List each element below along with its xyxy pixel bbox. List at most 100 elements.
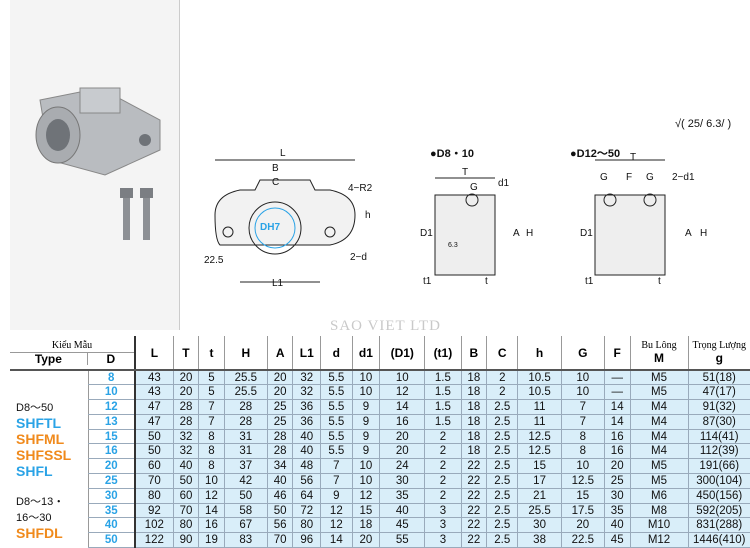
type-header: Type	[34, 352, 62, 366]
table-cell: 2	[424, 443, 462, 460]
table-cell: 72	[292, 503, 321, 519]
table-cell: 18	[460, 429, 487, 445]
table-cell: 300(104)	[687, 473, 750, 489]
table-cell: 48	[292, 458, 321, 475]
table-cell: 2	[424, 458, 462, 475]
table-cell: 3	[424, 517, 462, 534]
weight-sub: g	[715, 350, 723, 365]
table-cell: 8	[198, 458, 225, 475]
table-cell: 2.5	[486, 488, 518, 504]
section-title-d12-50: ●D12～50	[570, 148, 621, 160]
table-cell: 37	[223, 458, 268, 475]
table-cell: 12.5	[517, 429, 562, 445]
table-cell: 40	[292, 443, 321, 460]
table-cell: 46	[266, 488, 293, 504]
dim-label: 2−d	[350, 252, 367, 263]
dim-label: D1	[420, 228, 433, 239]
table-cell: 20	[379, 429, 425, 445]
table-cell: 21	[517, 488, 562, 504]
table-cell: M5	[629, 458, 688, 475]
table-cell: 60	[172, 488, 199, 504]
table-cell: 56	[292, 473, 321, 489]
table-cell: 7	[560, 399, 605, 415]
d-cell: 30	[87, 488, 135, 504]
table-cell: 20	[379, 443, 425, 460]
table-cell: 24	[379, 458, 425, 475]
type-name: SHFDL	[16, 525, 63, 541]
dim-label: F	[626, 172, 633, 183]
table-cell: 38	[517, 532, 562, 548]
table-cell: M12	[629, 532, 688, 548]
dim-label: DH7	[260, 222, 281, 233]
table-cell: 2	[486, 370, 518, 386]
table-cell: 450(156)	[687, 488, 750, 504]
table-cell: 92	[133, 503, 174, 519]
table-cell: 122	[133, 532, 174, 548]
table-cell: M6	[629, 488, 688, 504]
table-cell: 2	[424, 473, 462, 489]
table-cell: 10	[351, 370, 380, 386]
table-cell: 70	[133, 473, 174, 489]
table-cell: —	[603, 384, 630, 401]
table-cell: 2.5	[486, 458, 518, 475]
table-cell: 14	[603, 399, 630, 415]
dim-label: A	[685, 228, 692, 239]
table-cell: 15	[517, 458, 562, 475]
table-cell: 22	[460, 458, 487, 475]
table-cell: 1446(410)	[687, 532, 750, 548]
table-cell: 2	[424, 488, 462, 504]
dim-label: L	[280, 148, 286, 159]
dim-label: C	[272, 177, 280, 188]
dim-label: 22.5	[204, 255, 224, 266]
table-cell: 10	[560, 370, 605, 386]
type-name: SHFTL	[16, 415, 62, 431]
dim-label: t	[485, 276, 488, 287]
table-cell: 12	[320, 503, 353, 519]
col-header: T	[172, 336, 199, 371]
table-cell: 2.5	[486, 414, 518, 430]
table-cell: 9	[351, 414, 380, 430]
dim-label: D1	[580, 228, 593, 239]
d-cell: 12	[87, 399, 135, 415]
table-cell: 47(17)	[687, 384, 750, 401]
technical-drawing-icon	[214, 159, 666, 283]
col-header: d1	[351, 336, 380, 371]
table-cell: 50	[172, 473, 199, 489]
table-cell: 10	[351, 473, 380, 489]
table-cell: 32	[172, 429, 199, 445]
dim-label: G	[646, 172, 654, 183]
table-cell: 25	[266, 399, 293, 415]
table-cell: 34	[266, 458, 293, 475]
table-cell: 67	[223, 517, 268, 534]
table-cell: 5.5	[320, 399, 353, 415]
table-cell: 2.5	[486, 429, 518, 445]
dim-label: t	[658, 276, 661, 287]
table-cell: 7	[320, 473, 353, 489]
table-cell: 47	[133, 399, 174, 415]
dim-label: L1	[272, 278, 284, 289]
d-cell: 25	[87, 473, 135, 489]
table-cell: 91(32)	[687, 399, 750, 415]
table-cell: 5	[198, 384, 225, 401]
table-cell: 8	[198, 429, 225, 445]
table-cell: 15	[351, 503, 380, 519]
d-cell: 10	[87, 384, 135, 401]
table-cell: 20	[172, 370, 199, 386]
table-cell: 10	[560, 458, 605, 475]
table-cell: 18	[460, 384, 487, 401]
table-cell: 50	[223, 488, 268, 504]
col-header: L1	[292, 336, 321, 371]
table-cell: 36	[292, 399, 321, 415]
table-cell: 70	[266, 532, 293, 548]
table-cell: 7	[198, 399, 225, 415]
table-cell: 55	[379, 532, 425, 548]
dim-label: B	[272, 163, 279, 174]
table-cell: 9	[351, 443, 380, 460]
dim-label: 2−d1	[672, 172, 695, 183]
